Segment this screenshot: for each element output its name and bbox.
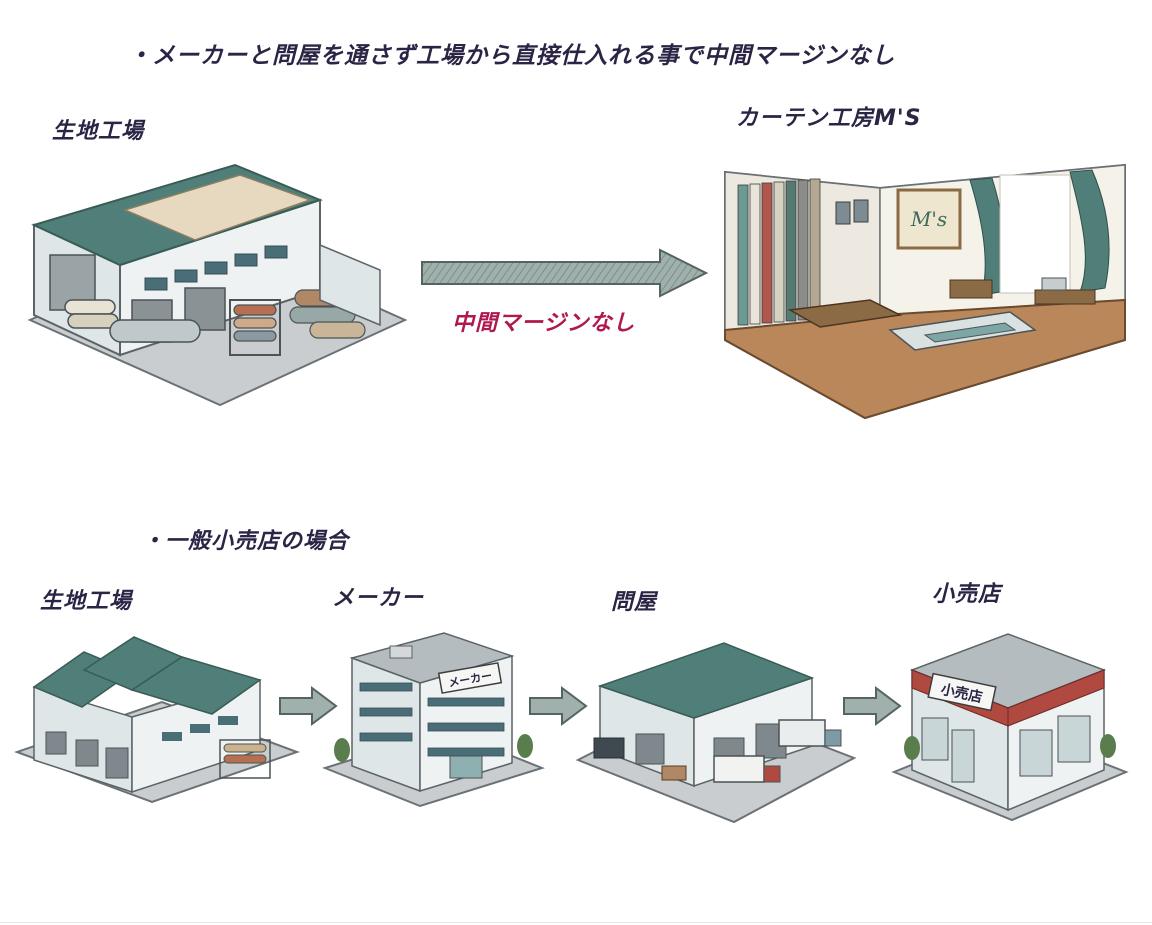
top-dest-label: カーテン工房M'S bbox=[736, 106, 922, 131]
bottom-arrow-3 bbox=[843, 686, 902, 726]
bottom-arrow-2 bbox=[529, 686, 588, 726]
bottom-label-fabric-factory: 生地工場 bbox=[40, 589, 133, 614]
bottom-fabric-factory-illustration bbox=[14, 636, 300, 804]
arrow-caption: 中間マージンなし bbox=[452, 311, 636, 336]
retail-store-illustration: 小売店 bbox=[891, 633, 1129, 822]
workshop-sign-text: M's bbox=[910, 207, 947, 231]
bottom-arrow-1 bbox=[279, 686, 338, 726]
bottom-divider bbox=[0, 922, 1152, 923]
section2-title: ・一般小売店の場合 bbox=[142, 529, 350, 554]
bottom-label-wholesaler: 問屋 bbox=[611, 590, 658, 615]
top-flow-arrow bbox=[421, 248, 709, 298]
bottom-label-maker: メーカー bbox=[332, 586, 425, 611]
bottom-label-retailer: 小売店 bbox=[932, 582, 1002, 607]
curtain-workshop-illustration: M's bbox=[724, 163, 1126, 420]
top-fabric-factory-illustration bbox=[27, 163, 408, 407]
headline: ・メーカーと問屋を通さず工場から直接仕入れる事で中間マージンなし bbox=[128, 43, 896, 69]
maker-building-illustration: メーカー bbox=[322, 632, 545, 808]
top-source-label: 生地工場 bbox=[52, 119, 145, 144]
wholesaler-warehouse-illustration bbox=[575, 642, 857, 824]
